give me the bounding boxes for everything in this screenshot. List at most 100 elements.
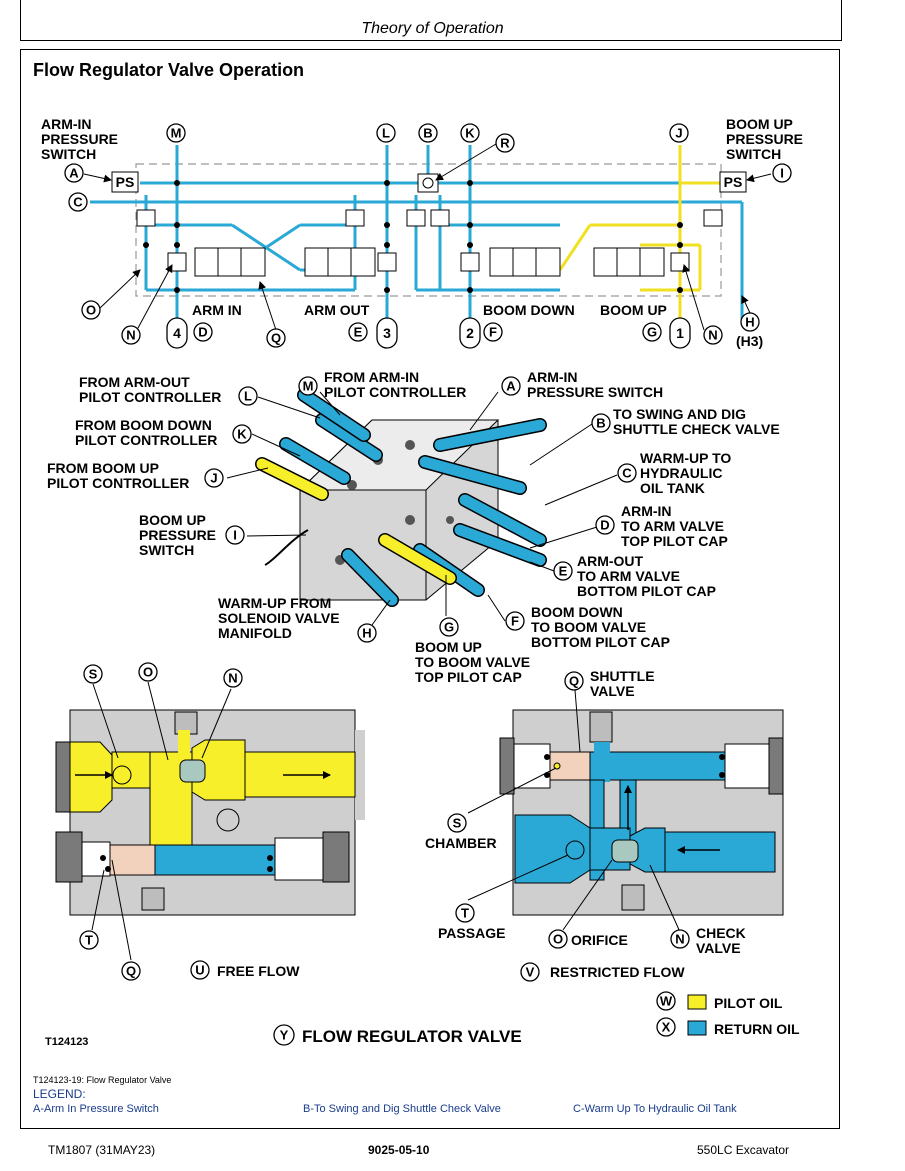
svg-text:Y: Y — [280, 1028, 289, 1043]
svg-text:T124123: T124123 — [45, 1036, 88, 1048]
svg-text:3: 3 — [383, 325, 391, 341]
svg-text:S: S — [453, 816, 462, 831]
svg-text:OIL TANK: OIL TANK — [640, 480, 705, 496]
svg-text:ARM OUT: ARM OUT — [304, 302, 370, 318]
svg-text:BOOM DOWN: BOOM DOWN — [531, 604, 623, 620]
svg-text:B: B — [423, 126, 432, 141]
svg-text:PILOT CONTROLLER: PILOT CONTROLLER — [79, 389, 221, 405]
svg-text:FROM BOOM UP: FROM BOOM UP — [47, 460, 159, 476]
return-oil-swatch — [687, 1020, 707, 1036]
svg-text:N: N — [126, 328, 135, 343]
svg-text:TO ARM VALVE: TO ARM VALVE — [621, 518, 724, 534]
svg-text:ARM IN: ARM IN — [192, 302, 242, 318]
svg-text:BOOM UP: BOOM UP — [415, 639, 482, 655]
svg-text:L: L — [244, 389, 252, 404]
svg-text:U: U — [195, 963, 204, 978]
free-flow-section: FREE FLOW — [55, 681, 365, 979]
svg-text:FROM ARM-IN: FROM ARM-IN — [324, 369, 419, 385]
legend-heading: LEGEND: — [33, 1087, 86, 1101]
svg-text:R: R — [500, 136, 510, 151]
footer-page-number: 9025-05-10 — [368, 1143, 430, 1157]
legend-item-b: B-To Swing and Dig Shuttle Check Valve — [303, 1103, 501, 1115]
svg-text:ARM-IN: ARM-IN — [41, 116, 92, 132]
svg-text:I: I — [780, 166, 784, 181]
svg-text:4: 4 — [173, 325, 181, 341]
svg-text:A: A — [506, 379, 516, 394]
svg-text:G: G — [647, 325, 657, 340]
page-header: Theory of Operation — [0, 0, 905, 44]
figure-title: Flow Regulator Valve Operation — [33, 60, 305, 80]
svg-text:X: X — [662, 1020, 671, 1035]
svg-text:FROM BOOM DOWN: FROM BOOM DOWN — [75, 417, 212, 433]
callout-letters: M L B K J R A I C O N D Q E F G N H L M … — [69, 126, 784, 1043]
svg-text:N: N — [228, 671, 237, 686]
svg-text:T: T — [461, 906, 469, 921]
svg-text:CHECK: CHECK — [696, 925, 746, 941]
svg-text:K: K — [237, 427, 247, 442]
svg-text:C: C — [622, 466, 632, 481]
svg-text:FLOW REGULATOR VALVE: FLOW REGULATOR VALVE — [302, 1027, 522, 1046]
legend-item-c: C-Warm Up To Hydraulic Oil Tank — [573, 1103, 737, 1115]
svg-text:Q: Q — [569, 674, 579, 689]
svg-text:N: N — [708, 328, 717, 343]
svg-text:PRESSURE SWITCH: PRESSURE SWITCH — [527, 384, 663, 400]
svg-text:T: T — [85, 933, 93, 948]
svg-text:J: J — [210, 471, 217, 486]
svg-text:SOLENOID VALVE: SOLENOID VALVE — [218, 610, 340, 626]
svg-text:PILOT CONTROLLER: PILOT CONTROLLER — [75, 432, 217, 448]
hydraulic-schematic: PS PS 4 — [41, 116, 803, 349]
svg-text:I: I — [233, 528, 237, 543]
svg-text:BOTTOM PILOT CAP: BOTTOM PILOT CAP — [531, 634, 670, 650]
svg-text:TO SWING AND DIG: TO SWING AND DIG — [613, 406, 746, 422]
svg-text:J: J — [675, 126, 682, 141]
svg-text:PS: PS — [724, 174, 743, 190]
svg-text:VALVE: VALVE — [696, 940, 741, 956]
svg-text:Q: Q — [271, 331, 281, 346]
svg-text:2: 2 — [466, 325, 474, 341]
pilot-oil-swatch — [687, 994, 707, 1010]
svg-text:D: D — [198, 325, 207, 340]
legend-item-a: A-Arm In Pressure Switch — [33, 1103, 159, 1115]
svg-text:SHUTTLE: SHUTTLE — [590, 668, 655, 684]
svg-text:ARM-IN: ARM-IN — [527, 369, 578, 385]
svg-text:Q: Q — [126, 964, 136, 979]
svg-text:PASSAGE: PASSAGE — [438, 925, 505, 941]
svg-text:RETURN OIL: RETURN OIL — [714, 1021, 800, 1037]
svg-text:ARM-IN: ARM-IN — [621, 503, 672, 519]
section-title: Theory of Operation — [361, 20, 504, 37]
svg-text:M: M — [171, 126, 182, 141]
svg-text:PILOT CONTROLLER: PILOT CONTROLLER — [47, 475, 189, 491]
manifold-illustration: FROM ARM-OUT PILOT CONTROLLER FROM ARM-I… — [47, 369, 780, 685]
header-rule-left — [20, 0, 21, 40]
svg-text:BOOM DOWN: BOOM DOWN — [483, 302, 575, 318]
svg-text:L: L — [382, 126, 390, 141]
svg-text:O: O — [86, 303, 96, 318]
header-rule-right — [841, 0, 842, 40]
svg-text:(H3): (H3) — [736, 333, 763, 349]
svg-text:WARM-UP TO: WARM-UP TO — [640, 450, 731, 466]
svg-text:A: A — [69, 166, 79, 181]
figure-frame — [20, 49, 840, 1129]
svg-text:PRESSURE: PRESSURE — [726, 131, 803, 147]
svg-text:H: H — [362, 626, 371, 641]
svg-text:O: O — [143, 665, 153, 680]
svg-text:CHAMBER: CHAMBER — [425, 835, 497, 851]
footer-manual-id: TM1807 (31MAY23) — [48, 1143, 156, 1157]
svg-text:BOOM UP: BOOM UP — [726, 116, 793, 132]
svg-text:C: C — [73, 195, 83, 210]
svg-text:TO ARM VALVE: TO ARM VALVE — [577, 568, 680, 584]
svg-text:VALVE: VALVE — [590, 683, 635, 699]
svg-text:SWITCH: SWITCH — [726, 146, 781, 162]
svg-text:FROM ARM-OUT: FROM ARM-OUT — [79, 374, 190, 390]
svg-text:ARM-OUT: ARM-OUT — [577, 553, 644, 569]
svg-text:ORIFICE: ORIFICE — [571, 932, 628, 948]
svg-text:E: E — [354, 325, 363, 340]
svg-text:SWITCH: SWITCH — [41, 146, 96, 162]
svg-text:G: G — [444, 620, 454, 635]
figure-caption: T124123-19: Flow Regulator Valve — [33, 1075, 172, 1085]
svg-text:D: D — [600, 518, 609, 533]
svg-text:SHUTTLE CHECK VALVE: SHUTTLE CHECK VALVE — [613, 421, 780, 437]
svg-text:F: F — [489, 325, 497, 340]
svg-text:PILOT CONTROLLER: PILOT CONTROLLER — [324, 384, 466, 400]
